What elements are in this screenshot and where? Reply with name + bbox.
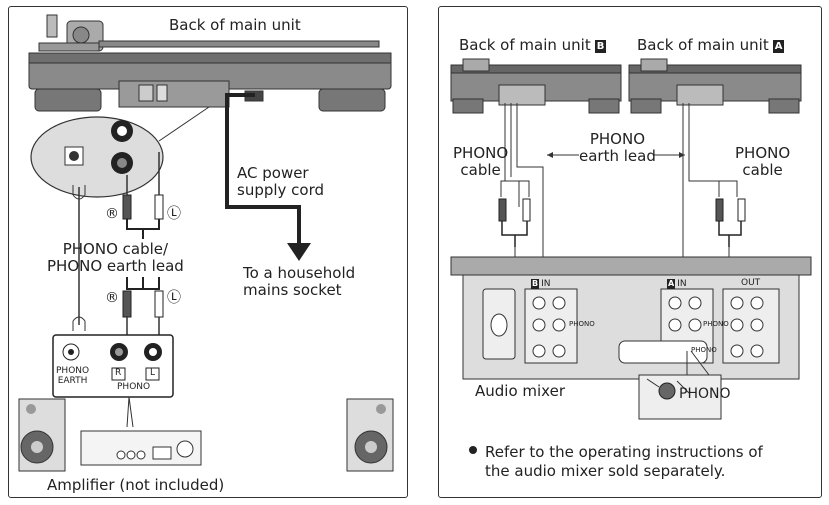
jack-l-label: L [150, 368, 156, 378]
mixer-phono-b-label: PHONO [569, 320, 595, 328]
marker-r-lower: ® [105, 290, 119, 306]
audio-mixer-label: Audio mixer [475, 382, 565, 400]
phono-cable-left-label: PHONO cable [453, 144, 509, 179]
mixer-a-badge: A [667, 279, 676, 289]
unit-b-badge: B [594, 40, 607, 53]
bullet-icon [469, 446, 477, 454]
unit-a-badge: A [772, 40, 785, 53]
amplifier-label: Amplifier (not included) [47, 476, 225, 494]
household-socket-label: To a household mains socket [243, 264, 356, 299]
ac-power-cord-label: AC power supply cord [237, 164, 325, 199]
mixer-jacks [532, 296, 764, 358]
unit-b-text: Back of main unit [459, 36, 591, 54]
phono-cable-earth-lead-label: PHONO cable/ PHONO earth lead [47, 240, 184, 275]
phono-cable-right-label: PHONO cable [735, 144, 791, 179]
unit-a-text: Back of main unit [637, 36, 769, 54]
dual-turntable-mixer-diagram [450, 58, 812, 420]
turntable-a-illustration [628, 58, 802, 114]
mixer-phono-a-label: PHONO [703, 320, 729, 328]
phono-earth-lead-label: PHONO earth lead [579, 130, 656, 165]
note-text: Refer to the operating instructions of t… [485, 443, 763, 480]
mixer-phono-earth-label: PHONO [691, 346, 717, 354]
jack-r-label: R [115, 368, 122, 378]
marker-l-upper: Ⓛ [167, 206, 181, 222]
phono-plug-label: PHONO [679, 386, 731, 402]
turntable-amplifier-diagram [18, 14, 394, 472]
back-of-main-unit-label: Back of main unit [169, 16, 301, 34]
audio-mixer-body [450, 256, 812, 380]
marker-r-upper: ® [105, 206, 119, 222]
amplifier-jack-panel [52, 334, 174, 428]
amp-phono-label: PHONO [117, 382, 151, 392]
speakers-and-amplifier [18, 398, 394, 472]
turntable-illustration [28, 14, 392, 112]
mixer-b-in-text: IN [541, 279, 551, 289]
marker-l-lower: Ⓛ [167, 290, 181, 306]
turntable-b-illustration [450, 58, 622, 114]
left-connection-panel: Back of main unit AC power supply cord T… [8, 6, 408, 498]
phono-earth-label: PHONO EARTH [56, 366, 90, 386]
mixer-out-label: OUT [741, 278, 761, 288]
mixer-note: Refer to the operating instructions of t… [469, 443, 763, 481]
mixer-b-badge: B [531, 279, 540, 289]
jack-zoom-bubble [30, 106, 210, 198]
mixer-a-in-text: IN [677, 279, 687, 289]
